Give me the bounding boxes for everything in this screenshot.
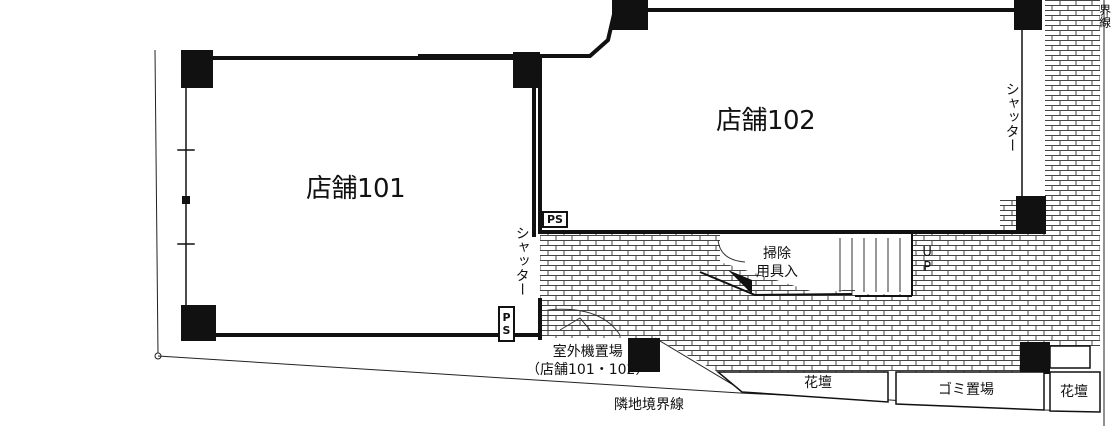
outdoor-unit-area <box>547 308 621 336</box>
cleaning-storage-label: 掃除 用具入 <box>756 246 798 281</box>
stairs-up-label: UP <box>919 245 935 275</box>
cleaning-storage-line2: 用具入 <box>756 263 798 280</box>
store-101-label: 店舗101 <box>306 174 406 204</box>
stair-area <box>699 234 913 297</box>
cleaning-storage-line1: 掃除 <box>763 246 791 262</box>
ps-box-102: PS <box>542 211 568 228</box>
boundary-line-label: 隣地境界線 <box>614 397 684 413</box>
store-102-label: 店舗102 <box>716 106 816 136</box>
store-102-columns <box>612 0 1046 232</box>
garbage-bin-box <box>1049 345 1091 369</box>
paved-area <box>540 0 1100 372</box>
outdoor-unit-columns <box>628 338 1050 374</box>
ps-box-101: PS <box>498 306 515 342</box>
flower-bed-label: 花壇 <box>804 375 832 391</box>
outdoor-unit-line2: （店舗101・102） <box>526 361 650 378</box>
outdoor-unit-label: 室外機置場 （店舗101・102） <box>526 344 649 379</box>
boundary-line-label-right: 界線 <box>1097 4 1112 28</box>
shutter-label-101: シャッター <box>513 226 530 296</box>
flower-bed-label-right: 花壇 <box>1060 384 1088 400</box>
shutter-label-102: シャッター <box>1003 82 1020 152</box>
bottom-band <box>715 371 1101 413</box>
outdoor-unit-line1: 室外機置場 <box>552 344 623 360</box>
garbage-area-label: ゴミ置場 <box>938 382 994 398</box>
